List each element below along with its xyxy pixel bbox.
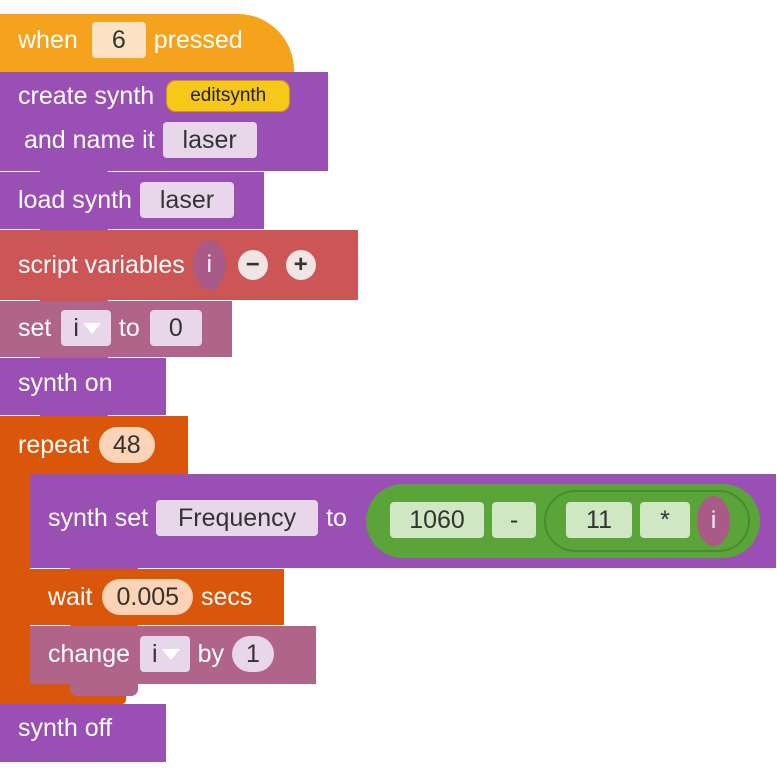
set-label: set — [18, 313, 52, 342]
script-variables-label: script variables — [18, 250, 185, 279]
multiply-operator-label: * — [640, 502, 690, 538]
synth-on-label: synth on — [18, 369, 113, 397]
name-it-label: and name it — [24, 125, 155, 154]
load-synth-label: load synth — [18, 185, 132, 214]
change-variable-name: i — [152, 639, 158, 668]
variable-dropdown[interactable]: i — [61, 310, 111, 346]
change-variable-block[interactable]: change i by 1 — [30, 626, 316, 696]
wait-label: wait — [48, 582, 93, 611]
variable-name: i — [73, 313, 79, 342]
multiply-operator[interactable]: 11 * i — [544, 490, 750, 552]
editsynth-reporter[interactable]: editsynth — [166, 80, 291, 112]
synth-set-to-label: to — [326, 503, 347, 532]
repeat-label: repeat — [18, 430, 89, 459]
script-variables-block[interactable]: script variables i − + — [0, 230, 358, 312]
dropdown-arrow-icon — [82, 322, 101, 334]
multiply-left-input[interactable]: 11 — [566, 502, 632, 538]
repeat-arm — [0, 474, 30, 704]
change-amount-input[interactable]: 1 — [232, 636, 274, 672]
create-synth-block[interactable]: create synth editsynth and name it laser — [0, 72, 328, 183]
secs-label: secs — [201, 582, 253, 611]
plus-icon[interactable]: + — [285, 250, 316, 280]
repeat-count-input[interactable]: 48 — [98, 427, 155, 463]
key-input[interactable]: 6 — [91, 22, 146, 58]
wait-seconds-input[interactable]: 0.005 — [102, 579, 194, 615]
load-synth-name-input[interactable]: laser — [139, 182, 234, 218]
set-value-input[interactable]: 0 — [149, 310, 202, 346]
create-synth-label: create synth — [18, 81, 155, 110]
wait-block[interactable]: wait 0.005 secs — [30, 569, 284, 637]
change-label: change — [48, 639, 131, 668]
pressed-label: pressed — [153, 25, 243, 54]
repeat-block[interactable]: repeat 48 — [0, 416, 188, 474]
block-notch — [70, 684, 138, 696]
synth-set-label: synth set — [48, 503, 149, 532]
multiply-variable-i-reporter[interactable]: i — [697, 496, 730, 546]
change-variable-dropdown[interactable]: i — [140, 636, 190, 672]
subtract-left-input[interactable]: 1060 — [390, 502, 484, 538]
variable-i-reporter[interactable]: i — [192, 240, 226, 290]
synth-on-block[interactable]: synth on — [0, 358, 166, 427]
synth-off-block[interactable]: synth off — [0, 704, 166, 762]
synth-name-input[interactable]: laser — [162, 122, 257, 158]
minus-icon[interactable]: − — [237, 250, 268, 280]
dropdown-arrow-icon — [161, 648, 180, 660]
to-label: to — [118, 313, 140, 342]
load-synth-block[interactable]: load synth laser — [0, 172, 264, 241]
parameter-input[interactable]: Frequency — [156, 500, 319, 536]
synth-set-block[interactable]: synth set Frequency to 1060 - 11 * i — [30, 474, 776, 580]
subtract-operator[interactable]: 1060 - 11 * i — [366, 484, 760, 558]
when-key-pressed-block[interactable]: when 6 pressed — [0, 14, 294, 84]
by-label: by — [197, 639, 224, 668]
when-label: when — [18, 25, 78, 54]
set-variable-block[interactable]: set i to 0 — [0, 301, 232, 369]
subtract-operator-label: - — [492, 502, 536, 538]
synth-off-label: synth off — [18, 714, 113, 742]
